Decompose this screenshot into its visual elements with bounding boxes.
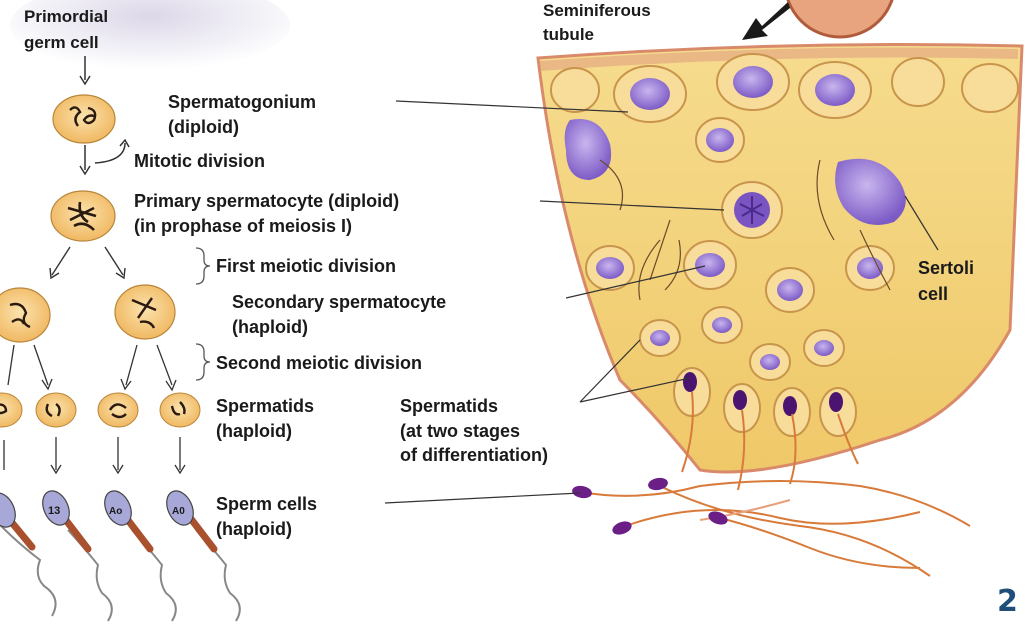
svg-text:13: 13	[48, 505, 60, 517]
svg-text:A0: A0	[172, 506, 185, 517]
mitotic-division-label: Mitotic division	[134, 151, 265, 171]
lumen-sperm-cells	[571, 476, 970, 576]
sperm-cells-label: Sperm cells (haploid)	[216, 494, 322, 539]
second-meiotic-division-label: Second meiotic division	[216, 353, 422, 373]
seminiferous-tubule-label: Seminiferous tubule	[543, 1, 655, 44]
secondary-spermatocyte-cell-right	[115, 285, 175, 339]
sperm-cells-left: 13 Ao A0	[0, 487, 240, 621]
primary-spermatocyte-cell	[51, 191, 115, 241]
page-number: 2	[997, 584, 1025, 620]
tubule-pointer-arrow	[742, 2, 790, 40]
spermatids-label: Spermatids (haploid)	[216, 396, 319, 441]
second-meiotic-brace	[196, 344, 210, 380]
spermatogonium-cell	[53, 95, 115, 143]
svg-text:Ao: Ao	[109, 506, 122, 517]
spermatids-tubule-label: Spermatids (at two stages of differentia…	[400, 396, 548, 465]
spermatid-cells	[0, 393, 200, 427]
tubule-cross-section	[785, 0, 895, 37]
primary-spermatocyte-label: Primary spermatocyte (diploid) (in proph…	[134, 191, 404, 236]
first-meiotic-brace	[196, 248, 210, 284]
spermatogonium-label: Spermatogonium (diploid)	[168, 92, 321, 137]
first-meiotic-division-label: First meiotic division	[216, 256, 396, 276]
secondary-spermatocyte-cell-left	[0, 288, 50, 342]
secondary-spermatocyte-label: Secondary spermatocyte (haploid)	[232, 292, 451, 337]
